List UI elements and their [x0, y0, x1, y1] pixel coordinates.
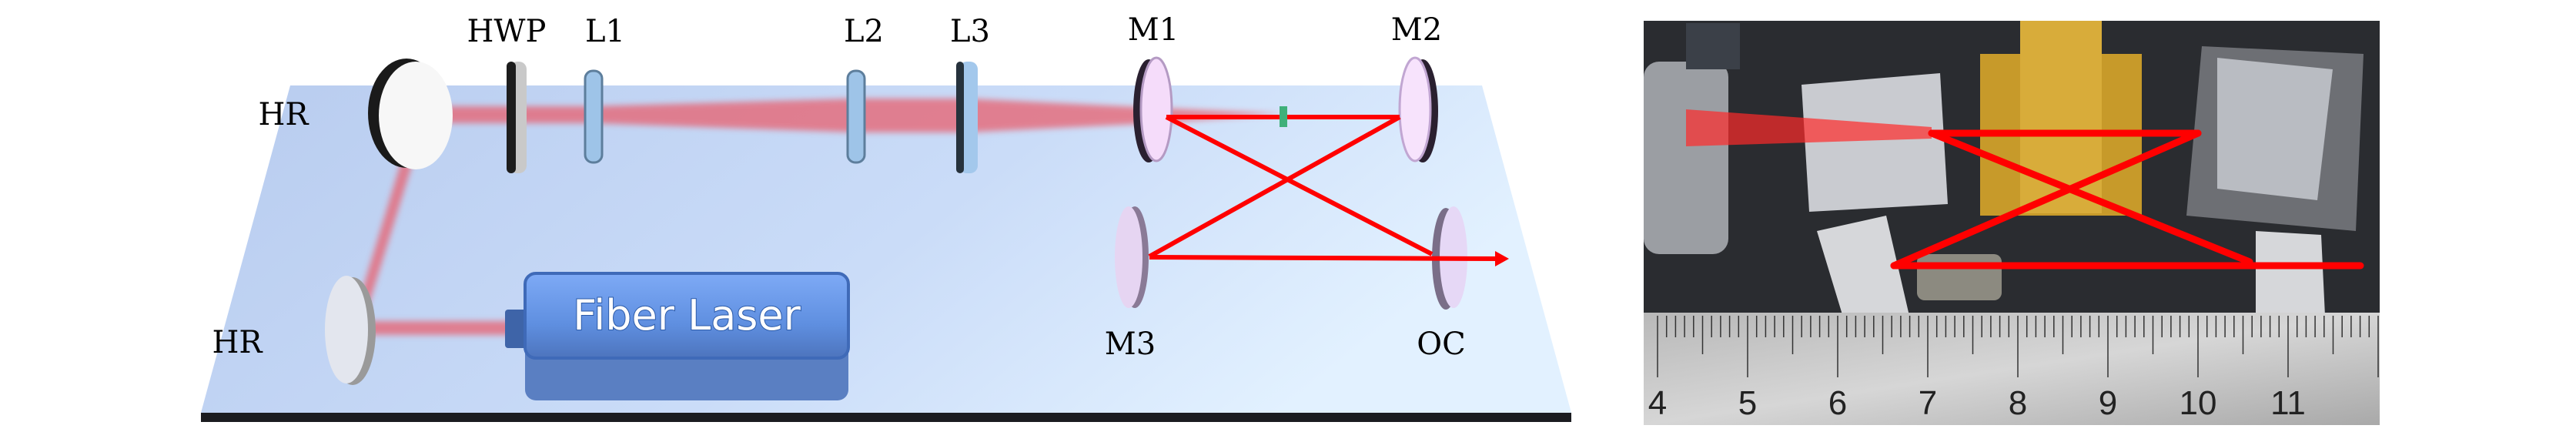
mirror-mount-m3 — [1817, 216, 1909, 320]
optical-schematic: Fiber Laser HR HR HWP L1 L2 L3 M1 M2 M3 … — [201, 12, 1571, 422]
label-l1: L1 — [585, 14, 625, 49]
mirror-m1 — [1133, 56, 1173, 162]
fiber-laser-label: Fiber Laser — [573, 291, 801, 340]
mirror-mount-m1 — [1802, 73, 1948, 212]
label-m1: M1 — [1128, 12, 1179, 48]
label-l3: L3 — [950, 14, 990, 49]
hr-mirror-top — [368, 59, 453, 169]
ruler-number: 4 — [1648, 384, 1667, 422]
table-edge — [201, 413, 1571, 422]
ruler-number: 6 — [1828, 384, 1847, 422]
ruler-number: 9 — [2099, 384, 2117, 422]
half-wave-plate — [507, 62, 527, 173]
label-hr-bottom: HR — [212, 325, 264, 360]
setup-photo: 4 5 6 7 8 9 10 11 — [1644, 21, 2380, 425]
ruler: 4 5 6 7 8 9 10 11 — [1644, 313, 2380, 425]
label-m2: M2 — [1391, 12, 1442, 48]
gain-crystal — [1280, 106, 1287, 127]
ruler-number: 10 — [2180, 384, 2217, 422]
ruler-number: 11 — [2270, 384, 2306, 422]
mirror-mount-oc — [2256, 231, 2325, 316]
ruler-number: 8 — [2009, 384, 2027, 422]
lens-l2 — [846, 69, 866, 164]
hr-mirror-bottom — [325, 276, 376, 385]
label-m3: M3 — [1105, 327, 1156, 362]
mirror-m2 — [1398, 56, 1438, 162]
label-hwp: HWP — [467, 14, 547, 49]
collimator — [1644, 62, 1728, 254]
ruler-number: 5 — [1738, 384, 1757, 422]
label-l2: L2 — [844, 14, 884, 49]
lens-l3 — [956, 62, 978, 173]
ruler-number: 7 — [1919, 384, 1937, 422]
label-oc: OC — [1417, 327, 1465, 362]
output-arrow-icon — [1495, 251, 1509, 266]
label-hr-top: HR — [259, 97, 310, 132]
mirror-m3 — [1115, 206, 1149, 308]
cavity-beam-photo — [1890, 129, 2364, 270]
fiber-laser: Fiber Laser — [505, 272, 850, 400]
pump-beam-photo — [1686, 109, 1932, 146]
lens-l1 — [584, 69, 604, 164]
